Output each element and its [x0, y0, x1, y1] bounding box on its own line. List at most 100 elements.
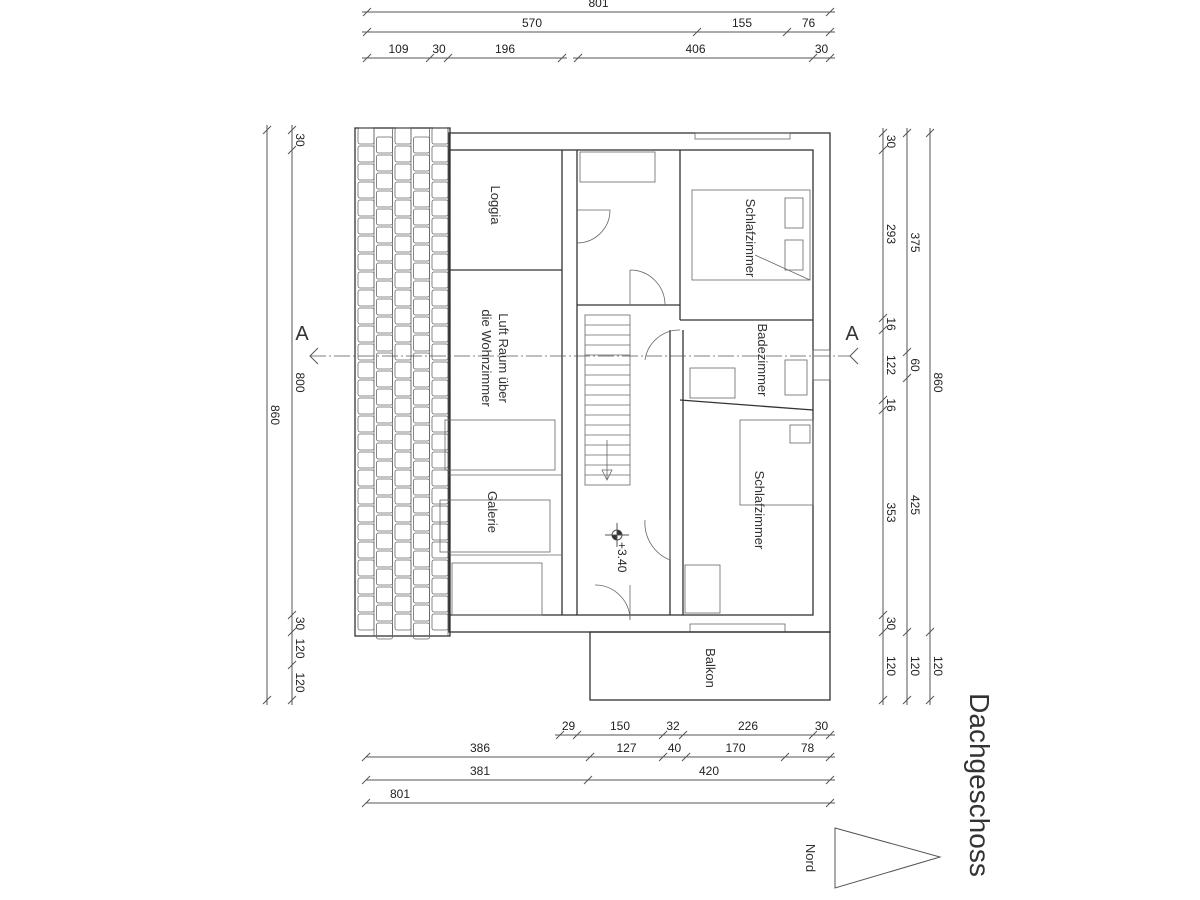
roof-tile: [376, 460, 393, 478]
dimension-tick: [808, 730, 818, 740]
roof-tile: [413, 298, 430, 316]
roof-tile: [376, 316, 393, 334]
room-label-schlafzimmer-2: Schlafzimmer: [752, 471, 767, 550]
roof-tile: [394, 307, 412, 325]
dimension-value: 120: [293, 638, 307, 658]
roof-tile: [376, 532, 393, 550]
dimension-value: 120: [884, 656, 898, 676]
dimension-tick: [692, 27, 702, 37]
room-label-loggia: Loggia: [488, 185, 503, 225]
dimension-tick: [287, 125, 297, 135]
roof-tile: [376, 496, 393, 514]
roof-tile: [357, 469, 375, 487]
room-label-luftraum-2: die Wohnzimmer: [479, 309, 494, 407]
dimension-tick: [825, 798, 835, 808]
dimension-value: 353: [884, 502, 898, 522]
roof-tile: [357, 289, 375, 307]
roof-tile: [413, 208, 430, 226]
roof-tile: [394, 397, 412, 415]
roof-tile: [357, 181, 375, 199]
dimension-tick: [902, 128, 912, 138]
dimension-value: 406: [685, 42, 705, 56]
roof-tile: [394, 343, 412, 361]
dimension-value: 860: [931, 372, 945, 392]
dimension-value: 860: [268, 405, 282, 425]
roof-tile: [376, 442, 393, 460]
dimension-tick: [878, 395, 888, 405]
dimension-tick: [825, 775, 835, 785]
roof-tile: [394, 379, 412, 397]
dimension-tick: [583, 775, 593, 785]
section-marker-right: A: [845, 323, 859, 345]
door-swing: [576, 209, 611, 244]
roof-tile: [394, 613, 412, 631]
roof-tile: [431, 271, 449, 289]
roof-tile: [413, 460, 430, 478]
roof-tile: [413, 514, 430, 532]
bed: [691, 189, 811, 281]
dimension-value: 127: [616, 741, 636, 755]
roof-tile: [357, 505, 375, 523]
section-marker-left: A: [295, 323, 309, 345]
dimension-value: 78: [801, 741, 815, 755]
roof-tile: [394, 163, 412, 181]
dimension-tick: [902, 695, 912, 705]
dimension-value: 420: [699, 764, 719, 778]
dimension-tick: [361, 752, 371, 762]
roof-tile: [357, 271, 375, 289]
dimension-tick: [287, 145, 297, 155]
roof-tile: [357, 127, 375, 145]
roof-tile: [394, 253, 412, 271]
roof-tile: [413, 370, 430, 388]
room-label-balkon: Balkon: [703, 648, 718, 688]
roof-tile: [431, 559, 449, 577]
roof-tile: [394, 559, 412, 577]
roof-tile: [413, 244, 430, 262]
door-swing: [644, 329, 681, 361]
bed: [451, 562, 543, 616]
roof-tile: [357, 235, 375, 253]
dimension-value: 30: [884, 135, 898, 149]
section-line-a: A A: [295, 323, 859, 365]
roof-tile: [376, 172, 393, 190]
dimension-tick: [425, 53, 435, 63]
roof-tile: [413, 496, 430, 514]
staircase: [584, 314, 631, 486]
dimension-tick: [902, 347, 912, 357]
roof-tile: [376, 478, 393, 496]
dimension-tick: [925, 695, 935, 705]
dimension-value: 196: [495, 42, 515, 56]
dimension-value: 122: [884, 355, 898, 375]
dimension-value: 386: [470, 741, 490, 755]
roof-tile: [413, 262, 430, 280]
roof-tile: [376, 334, 393, 352]
room-label-badezimmer: Badezimmer: [755, 324, 770, 398]
roof-tile: [413, 190, 430, 208]
roof-tile: [431, 289, 449, 307]
dimension-tick: [681, 752, 691, 762]
dimension-value: 30: [293, 617, 307, 631]
roof-tile: [394, 127, 412, 145]
dimension-value: 30: [432, 42, 446, 56]
dimension-value: 16: [884, 317, 898, 331]
roof-tile: [431, 307, 449, 325]
roof-tile: [413, 442, 430, 460]
roof-tile: [376, 622, 393, 640]
north-arrow: Nord: [803, 827, 942, 889]
door-swing: [644, 519, 671, 561]
dimension-tick: [361, 775, 371, 785]
roof-tile: [357, 613, 375, 631]
dimension-tick: [572, 730, 582, 740]
level-marker-text: +3.40: [615, 542, 629, 573]
dimension-value: 170: [725, 741, 745, 755]
dimension-value: 30: [815, 42, 829, 56]
walls: [448, 132, 831, 701]
dimension-value: 381: [470, 764, 490, 778]
roof-tile: [357, 541, 375, 559]
roof-tile: [413, 316, 430, 334]
roof-tile: [357, 415, 375, 433]
dimension-value: 801: [588, 0, 608, 10]
wardrobe: [579, 151, 656, 183]
dimension-tick: [902, 373, 912, 383]
